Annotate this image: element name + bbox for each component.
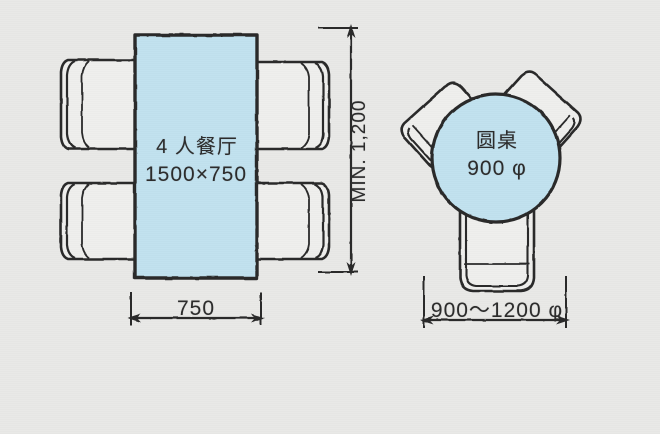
rect-table-dimension-label: 1500×750: [144, 163, 248, 186]
chair-right-lower: [255, 181, 331, 261]
chair-left-upper: [59, 58, 138, 151]
dimension-vertical-clearance: [318, 24, 358, 276]
rect-table-width-label: 750: [176, 297, 216, 320]
round-table-dimension-label: 900 φ: [467, 157, 527, 180]
vertical-clearance-label: MIN. 1,200: [349, 99, 370, 203]
chair-right-upper: [255, 60, 331, 151]
chair-left-lower: [59, 181, 138, 261]
round-table: [430, 92, 562, 224]
rect-table-title: 4 人餐厅: [156, 136, 238, 158]
round-clearance-label: 900～1200 φ: [430, 299, 564, 322]
round-table-title: 圆桌: [476, 130, 518, 152]
rectangular-table: [133, 33, 259, 280]
chair-round-bottom: [458, 196, 536, 293]
dimension-table-depth: [127, 292, 265, 325]
dimension-round-clearance: [420, 276, 570, 328]
